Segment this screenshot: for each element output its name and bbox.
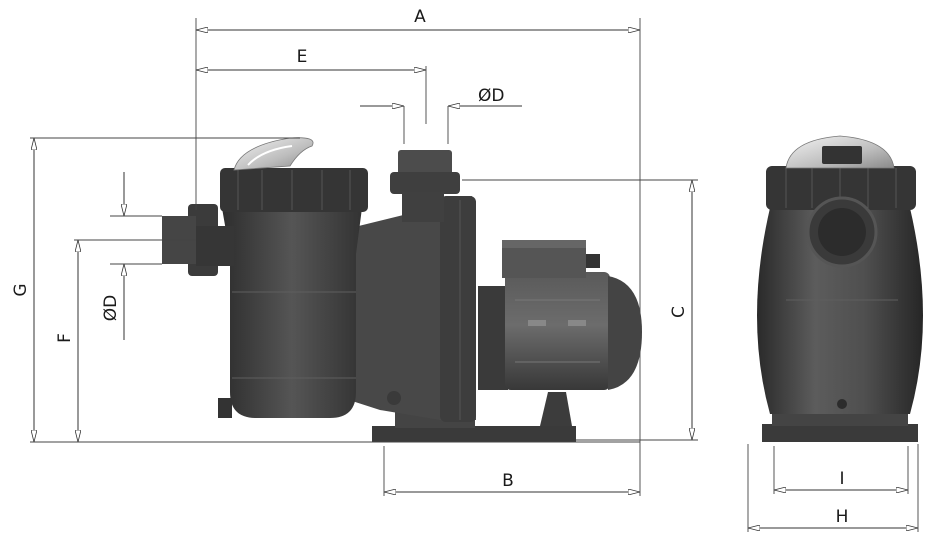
label-h: H bbox=[836, 507, 849, 527]
label-g: G bbox=[11, 283, 31, 296]
strainer-lid bbox=[233, 137, 314, 171]
label-e: E bbox=[297, 47, 308, 67]
dimension-labels: A E ØD B C G F ØD I H bbox=[11, 7, 848, 527]
outlet-pipe bbox=[390, 150, 460, 222]
label-b: B bbox=[502, 471, 514, 491]
label-f: F bbox=[55, 333, 75, 343]
dimension-lines bbox=[30, 18, 919, 532]
motor bbox=[478, 240, 642, 390]
strainer-housing bbox=[218, 168, 368, 418]
label-c: C bbox=[669, 306, 689, 318]
pump-side-view bbox=[162, 137, 642, 442]
label-a: A bbox=[414, 7, 426, 27]
label-d-top: ØD bbox=[478, 86, 504, 106]
pump-front-view bbox=[757, 135, 923, 442]
base-plate bbox=[372, 426, 576, 442]
label-d-side: ØD bbox=[101, 295, 121, 321]
label-i: I bbox=[839, 469, 844, 489]
